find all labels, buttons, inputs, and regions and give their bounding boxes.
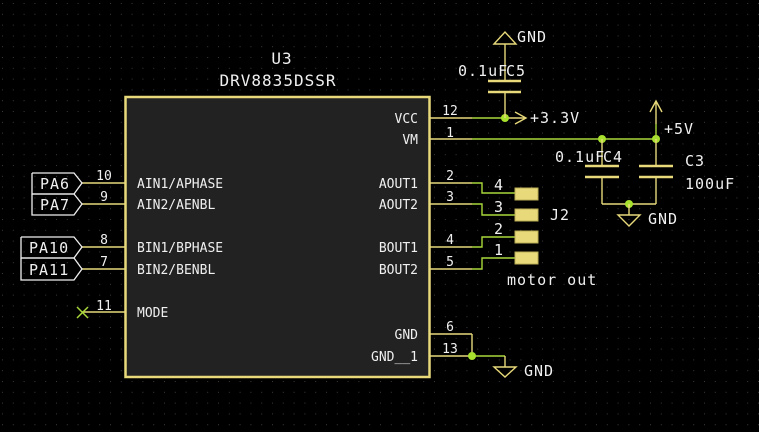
power-3v3-label: +3.3V	[530, 109, 580, 127]
pin-number: 9	[100, 190, 108, 205]
pin-name-aout1: AOUT1	[379, 177, 418, 192]
gnd-symbol-icon	[616, 214, 642, 227]
pin-name-bin2: BIN2/BENBL	[137, 263, 215, 278]
connector-pad[interactable]	[514, 251, 539, 265]
gnd-symbol-icon	[492, 30, 518, 45]
pin-number: 5	[446, 255, 454, 270]
gnd-top-label: GND	[517, 28, 547, 46]
net-label-pa11[interactable]: PA11	[20, 257, 83, 281]
pin-number: 6	[446, 320, 454, 335]
pin-name-gnd: GND	[395, 328, 419, 343]
wire-aout2[interactable]	[472, 203, 515, 216]
power-3v3[interactable]: +3.3V	[514, 109, 580, 127]
capacitor-c3[interactable]: C3 100uF	[639, 139, 735, 204]
power-gnd-caps[interactable]: GND	[616, 204, 678, 228]
pin-name-mode: MODE	[137, 306, 168, 321]
c3-reference: C3	[685, 152, 705, 170]
net-label-text: PA7	[40, 196, 70, 214]
power-arrow-icon	[514, 111, 528, 125]
pin-number: 3	[446, 190, 454, 205]
capacitor-c5[interactable]: 0.1uF C5	[458, 44, 526, 118]
pin-number: 12	[442, 104, 458, 119]
pin-name-vm: VM	[402, 133, 418, 148]
connector-pad[interactable]	[514, 208, 539, 222]
pin-name-bin1: BIN1/BPHASE	[137, 241, 223, 256]
c4-value: 0.1uF	[555, 148, 605, 166]
net-label-shape	[20, 257, 83, 281]
connector-pin-number: 4	[494, 176, 504, 194]
net-label-shape	[31, 172, 83, 195]
ic-body[interactable]	[124, 95, 431, 379]
pin-name-vcc: VCC	[395, 112, 418, 127]
net-label-shape	[20, 236, 83, 259]
connector-pad[interactable]	[514, 230, 539, 244]
ic-reference: U3	[271, 49, 292, 68]
net-label-text: PA6	[40, 175, 70, 193]
pin-name-ain2: AIN2/AENBL	[137, 198, 215, 213]
connector-pin-number: 3	[494, 198, 504, 216]
capacitor-c4[interactable]: 0.1uF C4	[555, 139, 623, 204]
power-5v-label: +5V	[664, 120, 694, 138]
connector-pad[interactable]	[514, 187, 539, 201]
net-label-text: PA11	[29, 261, 69, 279]
net-label-text: PA10	[29, 239, 69, 257]
net-label-pa7[interactable]: PA7	[31, 193, 83, 216]
net-label-pa10[interactable]: PA10	[20, 236, 83, 259]
power-5v[interactable]: +5V	[649, 99, 694, 138]
c3-value: 100uF	[685, 175, 735, 193]
ic-u3[interactable]: U3 DRV8835DSSR 10 9 8 7 11 AIN1/APHASE A…	[82, 49, 472, 379]
connector-pin-number: 1	[494, 241, 504, 259]
power-gnd-ic[interactable]: GND	[492, 356, 554, 380]
net-label-pa6[interactable]: PA6	[31, 172, 83, 195]
pin-number: 13	[442, 342, 458, 357]
pin-number: 4	[446, 233, 454, 248]
ic-value: DRV8835DSSR	[220, 71, 337, 90]
connector-pin-number: 2	[494, 220, 504, 238]
pin-name-aout2: AOUT2	[379, 198, 418, 213]
pin-number: 7	[100, 255, 108, 270]
no-connect-flag[interactable]	[76, 306, 89, 319]
c5-reference: C5	[506, 62, 526, 80]
pin-number: 8	[100, 233, 108, 248]
connector-value: motor out	[507, 271, 597, 289]
wire-aout1[interactable]	[472, 182, 515, 194]
net-label-shape	[31, 193, 83, 216]
pin-number: 11	[96, 299, 112, 314]
power-arrow-icon	[649, 99, 663, 113]
connector-j2[interactable]: 4 3 2 1 J2 motor out	[494, 176, 597, 289]
pin-number: 1	[446, 126, 454, 141]
wire-bout2[interactable]	[472, 257, 515, 270]
c4-reference: C4	[603, 148, 623, 166]
power-gnd-top[interactable]: GND	[492, 28, 547, 46]
junction-dot	[468, 352, 476, 360]
pin-number: 10	[96, 169, 112, 184]
c5-value: 0.1uF	[458, 62, 508, 80]
wire-bout1[interactable]	[472, 236, 515, 248]
pin-name-bout2: BOUT2	[379, 263, 418, 278]
pin-name-bout1: BOUT1	[379, 241, 418, 256]
pin-number: 2	[446, 169, 454, 184]
gnd-ic-label: GND	[524, 362, 554, 380]
no-connect-x-icon	[76, 306, 89, 319]
gnd-caps-label: GND	[648, 210, 678, 228]
pin-name-gnd-1: GND__1	[371, 350, 418, 365]
gnd-symbol-icon	[492, 366, 518, 378]
pin-name-ain1: AIN1/APHASE	[137, 177, 223, 192]
connector-reference: J2	[550, 206, 570, 224]
